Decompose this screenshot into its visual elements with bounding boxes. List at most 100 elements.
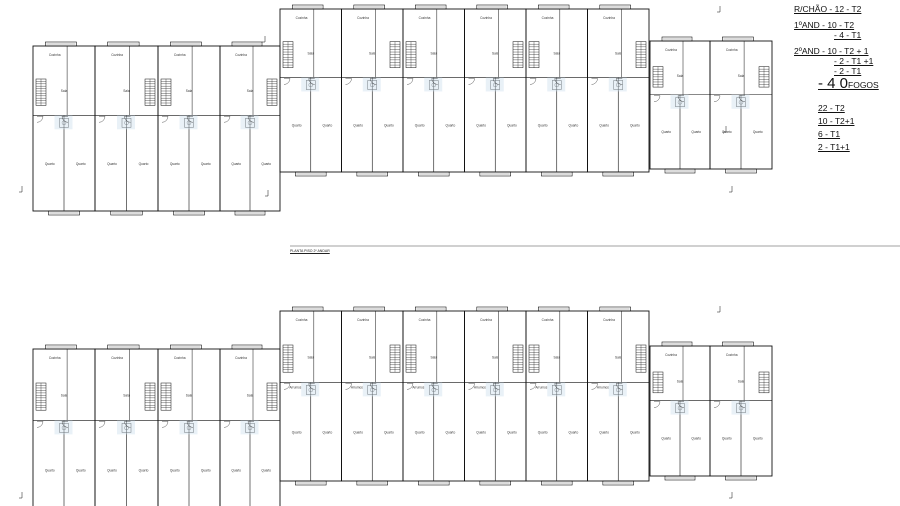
door-swing <box>653 401 661 408</box>
door-swing <box>36 116 44 123</box>
door-swing <box>223 421 231 428</box>
balcony <box>295 480 327 486</box>
room-label: Quarto <box>722 130 732 134</box>
room-label: Sala <box>308 356 315 360</box>
balcony <box>231 344 263 350</box>
room-label: Cozinha <box>49 53 61 57</box>
door-swing <box>529 78 537 85</box>
bathroom-fixture <box>121 118 132 128</box>
bathroom-fixture <box>121 423 132 433</box>
balcony <box>110 210 143 216</box>
balcony <box>479 480 511 486</box>
bathroom-hatch <box>301 77 320 92</box>
door-swing <box>308 383 315 390</box>
legend-summary-item: 10 - T2+1 <box>818 116 855 126</box>
legend-summary-item: 22 - T2 <box>818 103 845 113</box>
legend-total: - 4 0FOGOS <box>794 76 898 93</box>
room-label: Quarto <box>107 468 117 472</box>
room-label: Quarto <box>231 468 241 472</box>
room-label: Quarto <box>45 162 55 166</box>
plan-annotation-marks <box>19 6 900 499</box>
legend-ground-floor: R/CHÃO - 12 - T2 <box>794 4 862 14</box>
room-label: Sala <box>186 394 193 398</box>
door-swing <box>677 95 685 102</box>
balcony <box>537 306 570 312</box>
bathroom-fixture <box>367 385 377 395</box>
room-label: Arrumos <box>289 385 301 389</box>
balcony <box>107 344 140 350</box>
bathroom-fixture <box>184 118 194 128</box>
bathroom-fixture <box>306 80 316 90</box>
bathroom-hatch <box>54 115 73 130</box>
door-swing <box>98 116 106 123</box>
balcony <box>414 4 447 10</box>
room-label: Quarto <box>353 430 363 434</box>
balcony <box>479 171 511 177</box>
balcony <box>45 41 77 47</box>
bathroom-fixture <box>736 403 746 413</box>
door-swing <box>283 383 291 390</box>
bathroom-hatch <box>670 94 689 109</box>
bathroom-hatch <box>608 382 627 397</box>
door-swing <box>653 95 661 102</box>
legend-first-floor-extra: - 4 - T1 <box>834 30 862 40</box>
room-label: Quarto <box>322 123 332 127</box>
balcony <box>353 4 385 10</box>
room-label: Cozinha <box>542 318 554 322</box>
room-label: Arrumos <box>412 385 424 389</box>
room-label: Quarto <box>507 430 517 434</box>
bathroom-hatch <box>117 420 135 435</box>
room-label: Quarto <box>353 123 363 127</box>
door-swing <box>591 383 598 390</box>
bathroom-hatch <box>424 382 443 397</box>
room-label: Sala <box>247 89 254 93</box>
room-label: Quarto <box>107 162 117 166</box>
bathroom-fixture <box>675 97 685 107</box>
bathroom-hatch <box>117 115 135 130</box>
bathroom-hatch <box>731 94 750 109</box>
door-swing <box>738 95 746 102</box>
room-label: Arrumos <box>474 385 486 389</box>
room-label: Cozinha <box>603 16 615 20</box>
room-label: Cozinha <box>480 318 492 322</box>
room-label: Quarto <box>76 468 86 472</box>
room-label: Quarto <box>445 430 455 434</box>
room-label: Cozinha <box>419 318 431 322</box>
room-label: Quarto <box>599 430 609 434</box>
bathroom-fixture <box>613 385 623 395</box>
legend-summary-item: 6 - T1 <box>818 129 841 139</box>
balcony <box>173 210 205 216</box>
room-label: Quarto <box>630 430 640 434</box>
room-label: Quarto <box>691 437 701 441</box>
room-label: Sala <box>738 74 745 78</box>
balcony <box>356 171 388 177</box>
bathroom-fixture <box>675 403 685 413</box>
room-label: Cozinha <box>726 48 738 52</box>
balcony <box>599 306 631 312</box>
bathroom-hatch <box>362 382 381 397</box>
bathroom-fixture <box>429 80 439 90</box>
room-label: Sala <box>369 52 376 56</box>
balcony <box>476 4 508 10</box>
balcony <box>418 171 450 177</box>
door-swing <box>36 421 44 428</box>
bathroom-fixture <box>184 423 194 433</box>
room-label: Quarto <box>599 123 609 127</box>
door-swing <box>186 421 194 428</box>
door-swing <box>61 421 69 428</box>
room-label: Cozinha <box>49 356 61 360</box>
door-swing <box>61 116 69 123</box>
room-label: Quarto <box>139 162 149 166</box>
room-label: Sala <box>123 394 130 398</box>
room-label: Quarto <box>691 130 701 134</box>
bathroom-hatch <box>301 382 320 397</box>
room-label: Sala <box>186 89 193 93</box>
door-swing <box>370 383 377 390</box>
room-label: Cozinha <box>357 318 369 322</box>
balcony <box>295 171 327 177</box>
legend-total-unit: FOGOS <box>848 80 879 90</box>
balcony <box>418 480 450 486</box>
room-label: Quarto <box>292 430 302 434</box>
